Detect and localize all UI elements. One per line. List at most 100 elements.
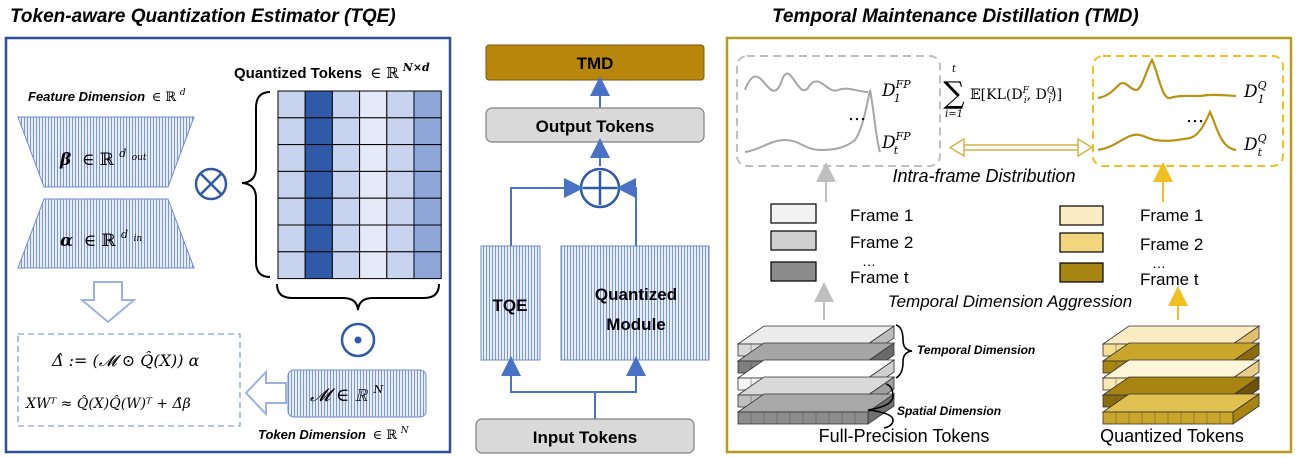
alpha-trapezoid bbox=[17, 198, 195, 269]
token-slab-top bbox=[736, 376, 896, 396]
quantized-tokens-label: Quantized Tokens bbox=[1100, 426, 1244, 446]
intra-frame-label: Intra-frame Distribution bbox=[892, 166, 1075, 186]
tmd-panel-border bbox=[725, 36, 1293, 454]
token-dimension-label: Token Dimension ∈ ℝ N bbox=[258, 426, 410, 443]
token-cell bbox=[277, 170, 306, 199]
arrow-module-to-plus bbox=[616, 178, 637, 246]
temporal-dimension-label: Temporal Dimension bbox=[917, 343, 1035, 357]
token-cell bbox=[304, 90, 333, 119]
token-slab-top bbox=[736, 325, 896, 345]
input-tokens-box bbox=[475, 418, 695, 454]
token-cell bbox=[277, 197, 306, 226]
hollow-down-arrow bbox=[79, 281, 137, 324]
quantized-token-grid bbox=[277, 90, 442, 280]
token-cell bbox=[359, 117, 388, 146]
token-cell bbox=[331, 117, 361, 146]
spatial-dimension-label: Spatial Dimension bbox=[897, 404, 1001, 418]
m-label: 𝓜 ∈ ℝ N bbox=[310, 383, 383, 406]
token-cell bbox=[304, 117, 333, 146]
q-distribution-box bbox=[1092, 55, 1284, 167]
token-cell bbox=[386, 224, 415, 253]
token-slab-top bbox=[1101, 342, 1261, 362]
quantized-module-label-2: Module bbox=[606, 315, 666, 334]
token-cell bbox=[413, 224, 442, 253]
token-slab-top bbox=[1101, 359, 1261, 379]
beta-label: β ∈ ℝ d out bbox=[59, 142, 147, 170]
equation-delta: Δ̂ := (𝓜 ⊙ Q̂(X)) α bbox=[51, 351, 200, 370]
sum-bottom: i=1 bbox=[945, 109, 963, 120]
fp-curve-t bbox=[744, 89, 881, 153]
q-frame-1-swatch bbox=[1059, 205, 1104, 226]
token-cell bbox=[413, 90, 442, 119]
token-slab-top bbox=[1101, 376, 1261, 396]
token-cell bbox=[359, 170, 388, 199]
fp-frame-1-swatch bbox=[770, 203, 817, 224]
feature-dimension-label: Feature Dimension ∈ ℝ d bbox=[28, 88, 186, 105]
arrow-input-to-tqe bbox=[501, 356, 596, 419]
left-brace bbox=[241, 91, 271, 278]
token-slab-top bbox=[1101, 393, 1261, 413]
token-cell bbox=[386, 251, 415, 280]
plus-icon bbox=[579, 167, 621, 209]
fp-ellipsis: … bbox=[848, 104, 866, 125]
token-cell bbox=[277, 144, 306, 172]
token-cell bbox=[304, 251, 333, 280]
quantized-module-label-1: Quantized bbox=[595, 285, 677, 304]
token-cell bbox=[304, 144, 333, 172]
tqe-box bbox=[480, 245, 541, 361]
q-frame-1-label: Frame 1 bbox=[1140, 206, 1203, 225]
q-frame-t-swatch bbox=[1059, 262, 1104, 283]
tqe-title: Token-aware Quantization Estimator (TQE) bbox=[10, 6, 396, 27]
m-box bbox=[287, 369, 427, 418]
sum-top: t bbox=[952, 64, 957, 75]
token-cell bbox=[304, 197, 333, 226]
token-cell bbox=[277, 224, 306, 253]
token-slab-top bbox=[736, 359, 896, 379]
equation-approx: XWᵀ ≈ Q̂(X)Q̂(W)ᵀ + Δ̂β bbox=[25, 394, 191, 412]
arrow-tqe-to-plus bbox=[510, 178, 584, 246]
token-cell bbox=[413, 197, 442, 226]
token-cell bbox=[277, 90, 306, 119]
fp-token-stack bbox=[736, 325, 896, 425]
token-cell bbox=[386, 197, 415, 226]
fp-frame-1-label: Frame 1 bbox=[850, 206, 913, 225]
q-frame-2-label: Frame 2 bbox=[1140, 235, 1203, 254]
token-cell bbox=[277, 251, 306, 280]
tqe-box-label: TQE bbox=[493, 296, 528, 315]
fp-frame-2-swatch bbox=[770, 230, 817, 251]
q-frame-ellipsis: … bbox=[1152, 255, 1166, 271]
fp-frame-t-swatch bbox=[770, 261, 817, 282]
token-cell bbox=[386, 90, 415, 119]
temporal-brace bbox=[895, 324, 913, 379]
token-cell bbox=[386, 170, 415, 199]
token-cell bbox=[359, 90, 388, 119]
token-slab-top bbox=[736, 342, 896, 362]
q-token-stack bbox=[1101, 325, 1261, 425]
token-cell bbox=[413, 144, 442, 172]
tmd-title: Temporal Maintenance Distillation (TMD) bbox=[772, 6, 1139, 27]
q-frame-t-label: Frame t bbox=[1140, 270, 1199, 289]
spatial-brace bbox=[867, 383, 894, 429]
token-cell bbox=[331, 224, 361, 253]
q-curve-t bbox=[1097, 109, 1237, 152]
temporal-aggression-label: Temporal Dimension Aggression bbox=[888, 292, 1132, 311]
bottom-brace bbox=[276, 283, 440, 311]
token-cell bbox=[331, 144, 361, 172]
token-cell bbox=[331, 197, 361, 226]
token-slab-top bbox=[1101, 325, 1261, 345]
token-cell bbox=[331, 170, 361, 199]
token-cell bbox=[359, 197, 388, 226]
token-cell bbox=[413, 170, 442, 199]
token-cell bbox=[359, 144, 388, 172]
full-precision-tokens-label: Full-Precision Tokens bbox=[819, 426, 990, 446]
alpha-label: α ∈ ℝ d in bbox=[60, 223, 142, 251]
token-cell bbox=[413, 117, 442, 146]
token-cell bbox=[413, 251, 442, 280]
token-cell bbox=[331, 251, 361, 280]
fp-frame-ellipsis: … bbox=[862, 253, 876, 269]
token-cell bbox=[277, 117, 306, 146]
